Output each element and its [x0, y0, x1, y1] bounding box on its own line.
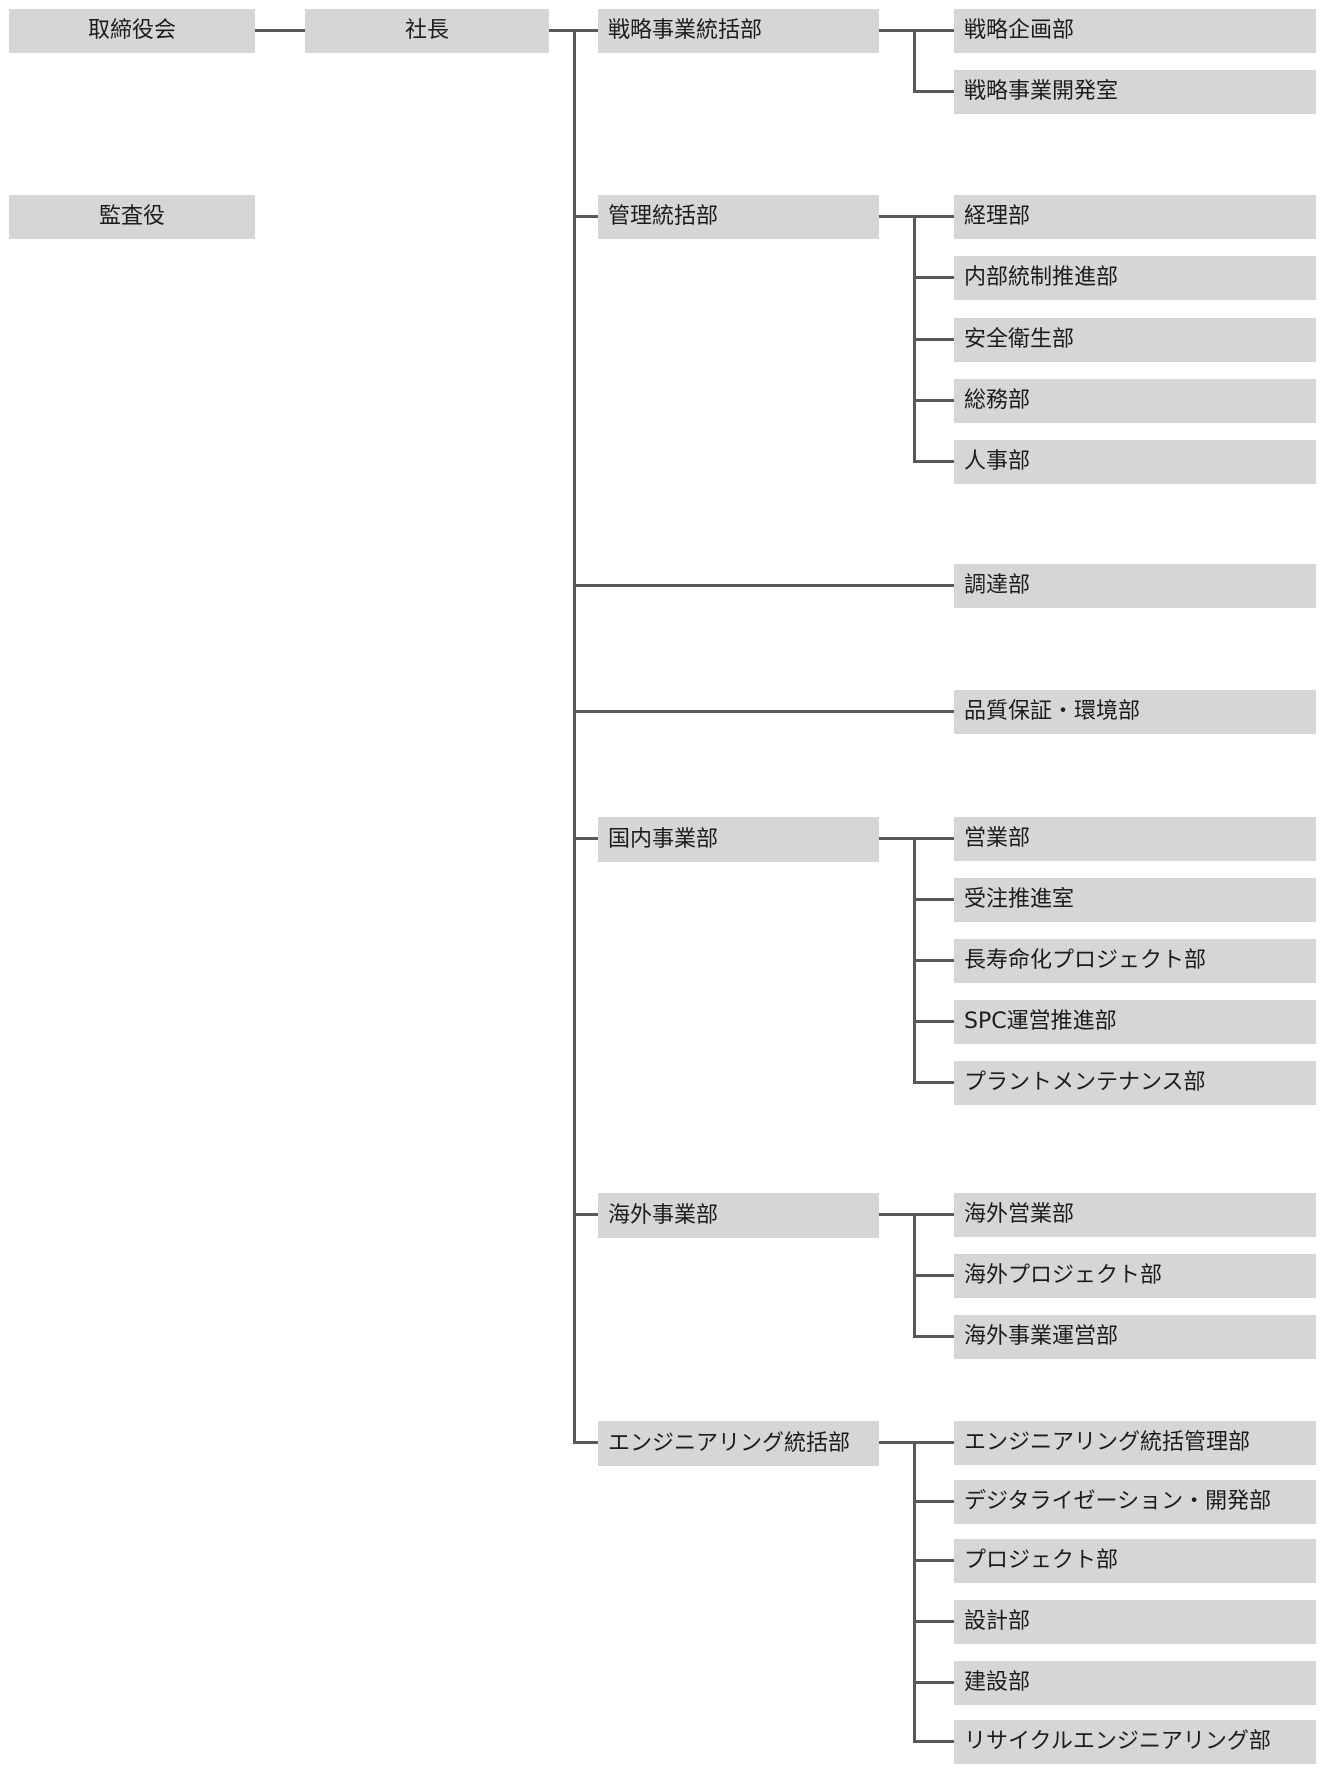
dept-internal-control: 内部統制推進部 [954, 256, 1316, 300]
stub-dept-digitalization [913, 1500, 954, 1503]
dept-plant-maintenance: プラントメンテナンス部 [954, 1061, 1316, 1105]
dept-overseas-projects: 海外プロジェクト部 [954, 1254, 1316, 1298]
stub-dept-spc-operations [913, 1020, 954, 1023]
division-engineering: エンジニアリング統括部 [598, 1421, 879, 1466]
division-overseas: 海外事業部 [598, 1193, 879, 1238]
connector-division-domestic [879, 837, 915, 840]
stub-division-management [573, 215, 598, 218]
stub-dept-sales [913, 837, 954, 840]
president-connector [549, 29, 574, 32]
connector-division-engineering [879, 1441, 915, 1444]
stub-dept-life-extension [913, 959, 954, 962]
dept-design: 設計部 [954, 1600, 1316, 1644]
stub-dept-internal-control [913, 276, 954, 279]
dept-sales: 営業部 [954, 817, 1316, 861]
dept-recycling-engineering: リサイクルエンジニアリング部 [954, 1720, 1316, 1764]
board-president-connector [255, 29, 305, 32]
stub-dept-strategic-planning [913, 29, 954, 32]
board-box: 取締役会 [9, 9, 255, 53]
stub-dept-human-resources [913, 460, 954, 463]
connector-division-strategy [879, 29, 915, 32]
dept-general-affairs: 総務部 [954, 379, 1316, 423]
dept-overseas-sales: 海外営業部 [954, 1193, 1316, 1237]
dept-order-promotion: 受注推進室 [954, 878, 1316, 922]
stub-dept-health-safety [913, 338, 954, 341]
stub-dept-construction [913, 1681, 954, 1684]
dept-human-resources: 人事部 [954, 440, 1316, 484]
stub-dept-overseas-operations [913, 1335, 954, 1338]
dept-overseas-operations: 海外事業運営部 [954, 1315, 1316, 1359]
stub-dept-strategic-business-development [913, 90, 954, 93]
stub-division-domestic [573, 837, 598, 840]
connector-division-management [879, 215, 915, 218]
stub-division-overseas [573, 1213, 598, 1216]
stub-division-strategy [573, 29, 598, 32]
dept-procurement: 調達部 [954, 564, 1316, 608]
stub-dept-plant-maintenance [913, 1081, 954, 1084]
auditor-box: 監査役 [9, 195, 255, 239]
dept-engineering-management: エンジニアリング統括管理部 [954, 1421, 1316, 1465]
branch-division-strategy [913, 29, 916, 93]
dept-projects: プロジェクト部 [954, 1539, 1316, 1583]
direct-line-dept-procurement [573, 584, 954, 587]
dept-strategic-planning: 戦略企画部 [954, 9, 1316, 53]
stub-dept-overseas-projects [913, 1274, 954, 1277]
connector-division-overseas [879, 1213, 915, 1216]
president-trunk-line [573, 29, 576, 1443]
dept-strategic-business-development: 戦略事業開発室 [954, 70, 1316, 114]
stub-dept-order-promotion [913, 898, 954, 901]
dept-quality-environment: 品質保証・環境部 [954, 690, 1316, 734]
stub-dept-recycling-engineering [913, 1740, 954, 1743]
stub-dept-design [913, 1620, 954, 1623]
division-strategy: 戦略事業統括部 [598, 9, 879, 53]
direct-line-dept-quality-environment [573, 710, 954, 713]
dept-spc-operations: SPC運営推進部 [954, 1000, 1316, 1044]
branch-division-engineering [913, 1441, 916, 1742]
president-box: 社長 [305, 9, 549, 53]
dept-life-extension: 長寿命化プロジェクト部 [954, 939, 1316, 983]
dept-construction: 建設部 [954, 1661, 1316, 1705]
dept-health-safety: 安全衛生部 [954, 318, 1316, 362]
division-management: 管理統括部 [598, 195, 879, 239]
stub-dept-projects [913, 1559, 954, 1562]
dept-accounting: 経理部 [954, 195, 1316, 239]
division-domestic: 国内事業部 [598, 817, 879, 862]
stub-dept-engineering-management [913, 1441, 954, 1444]
stub-dept-general-affairs [913, 399, 954, 402]
stub-dept-accounting [913, 215, 954, 218]
stub-division-engineering [573, 1441, 598, 1444]
stub-dept-overseas-sales [913, 1213, 954, 1216]
dept-digitalization: デジタライゼーション・開発部 [954, 1480, 1316, 1524]
